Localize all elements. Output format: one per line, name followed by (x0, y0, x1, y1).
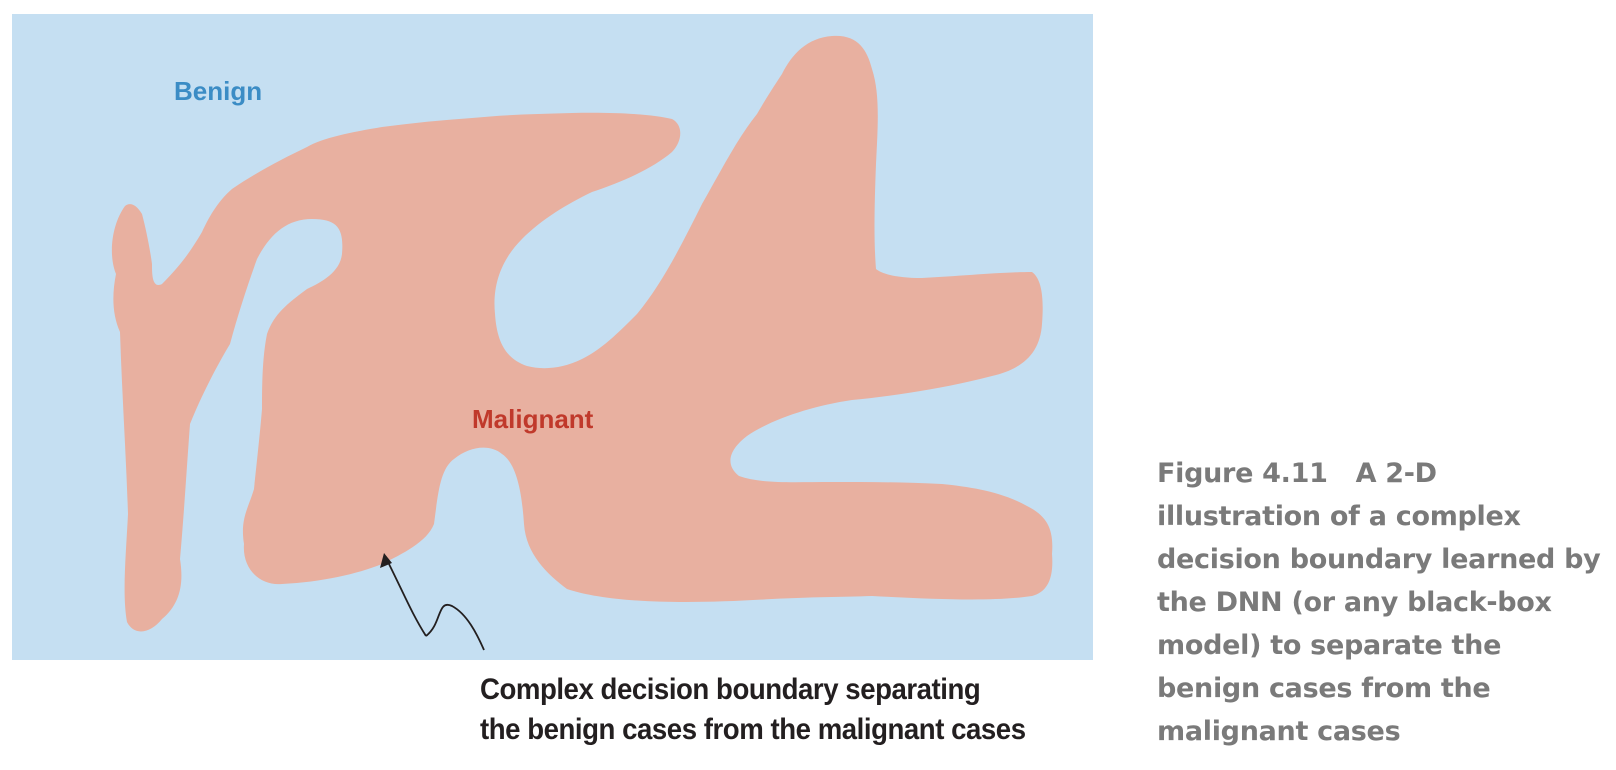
caption-line: A 2-D (1355, 458, 1438, 489)
annotation-arrow-shaft (386, 559, 427, 637)
boundary-annotation: Complex decision boundary separating the… (480, 670, 1026, 750)
decision-boundary-diagram: Benign Malignant (12, 14, 1093, 660)
caption-line: illustration of a complex (1157, 501, 1521, 532)
figure-number: Figure 4.11 (1157, 458, 1328, 489)
caption-line: the DNN (or any black-box (1157, 587, 1552, 618)
annotation-line: the benign cases from the malignant case… (480, 713, 1026, 746)
annotation-line: Complex decision boundary separating (480, 673, 981, 706)
annotation-arrow (425, 603, 485, 651)
malignant-region-label: Malignant (472, 404, 594, 434)
diagram-svg (111, 35, 1053, 651)
malignant-region (111, 35, 1053, 632)
benign-region-label: Benign (174, 76, 263, 106)
caption-line: benign cases from the (1157, 673, 1491, 704)
caption-line: malignant cases (1157, 716, 1401, 747)
annotation-arrowhead (380, 553, 392, 568)
caption-line: decision boundary learned by (1157, 544, 1601, 575)
figure-caption: Figure 4.11 A 2-D illustration of a compl… (1157, 452, 1607, 753)
caption-line: model) to separate the (1157, 630, 1502, 661)
